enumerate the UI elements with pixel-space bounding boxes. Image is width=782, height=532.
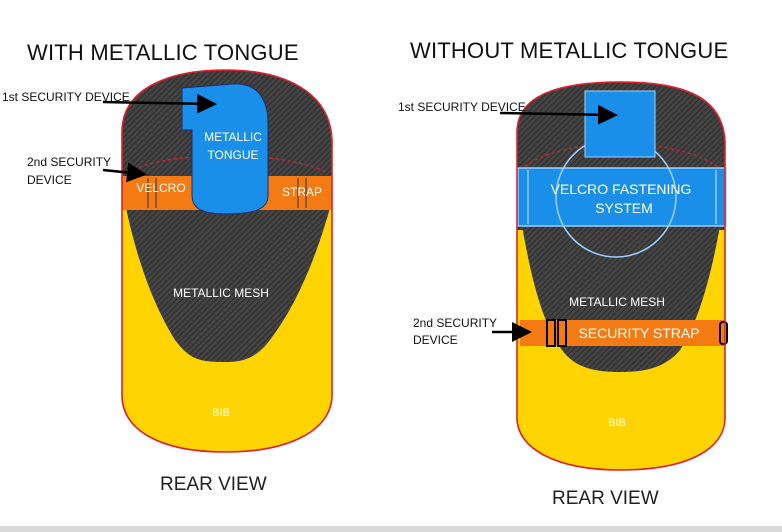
left-diagram-title: WITH METALLIC TONGUE	[27, 40, 299, 65]
right-diagram-title: WITHOUT METALLIC TONGUE	[410, 38, 729, 63]
left-tongue-label-1: METALLIC	[204, 130, 262, 144]
left-first-device-arrow	[102, 93, 217, 114]
left-velcro-label: VELCRO	[136, 181, 185, 195]
left-metallic-mesh	[126, 208, 330, 362]
right-second-device-label-2: DEVICE	[413, 333, 458, 347]
right-security-strap-label: SECURITY STRAP	[578, 325, 699, 341]
right-strap-buckle	[546, 319, 556, 347]
right-harness-outline	[516, 81, 726, 471]
left-strap-label: STRAP	[282, 185, 322, 199]
left-harness-outline	[121, 69, 333, 453]
right-rear-view-caption: REAR VIEW	[552, 488, 659, 509]
right-strap-end	[719, 321, 728, 345]
left-second-device-arrow	[102, 162, 147, 183]
left-tongue-label-2: TONGUE	[207, 148, 258, 162]
left-rear-view-caption: REAR VIEW	[160, 474, 267, 495]
right-first-device-label: 1st SECURITY DEVICE	[398, 100, 526, 114]
right-mesh-label: METALLIC MESH	[569, 295, 665, 309]
left-second-device-label-2: DEVICE	[27, 173, 72, 187]
left-mesh-label: METALLIC MESH	[173, 286, 269, 300]
left-bib-label: BIB	[212, 407, 230, 419]
left-metallic-tongue	[181, 83, 269, 215]
right-bib-label: BIB	[608, 417, 626, 429]
right-second-device-label-1: 2nd SECURITY	[413, 316, 498, 330]
right-first-device-arrow	[499, 104, 618, 125]
left-first-device-label: 1st SECURITY DEVICE	[2, 90, 130, 104]
right-velcro-label-2: SYSTEM	[595, 200, 653, 216]
right-strap-buckle	[557, 319, 567, 347]
right-first-device-tab	[584, 90, 656, 158]
left-second-device-label-1: 2nd SECURITY	[27, 155, 112, 169]
bottom-divider	[0, 526, 782, 532]
right-velcro-fastening	[517, 167, 727, 227]
right-velcro-label-1: VELCRO FASTENING	[551, 181, 692, 197]
